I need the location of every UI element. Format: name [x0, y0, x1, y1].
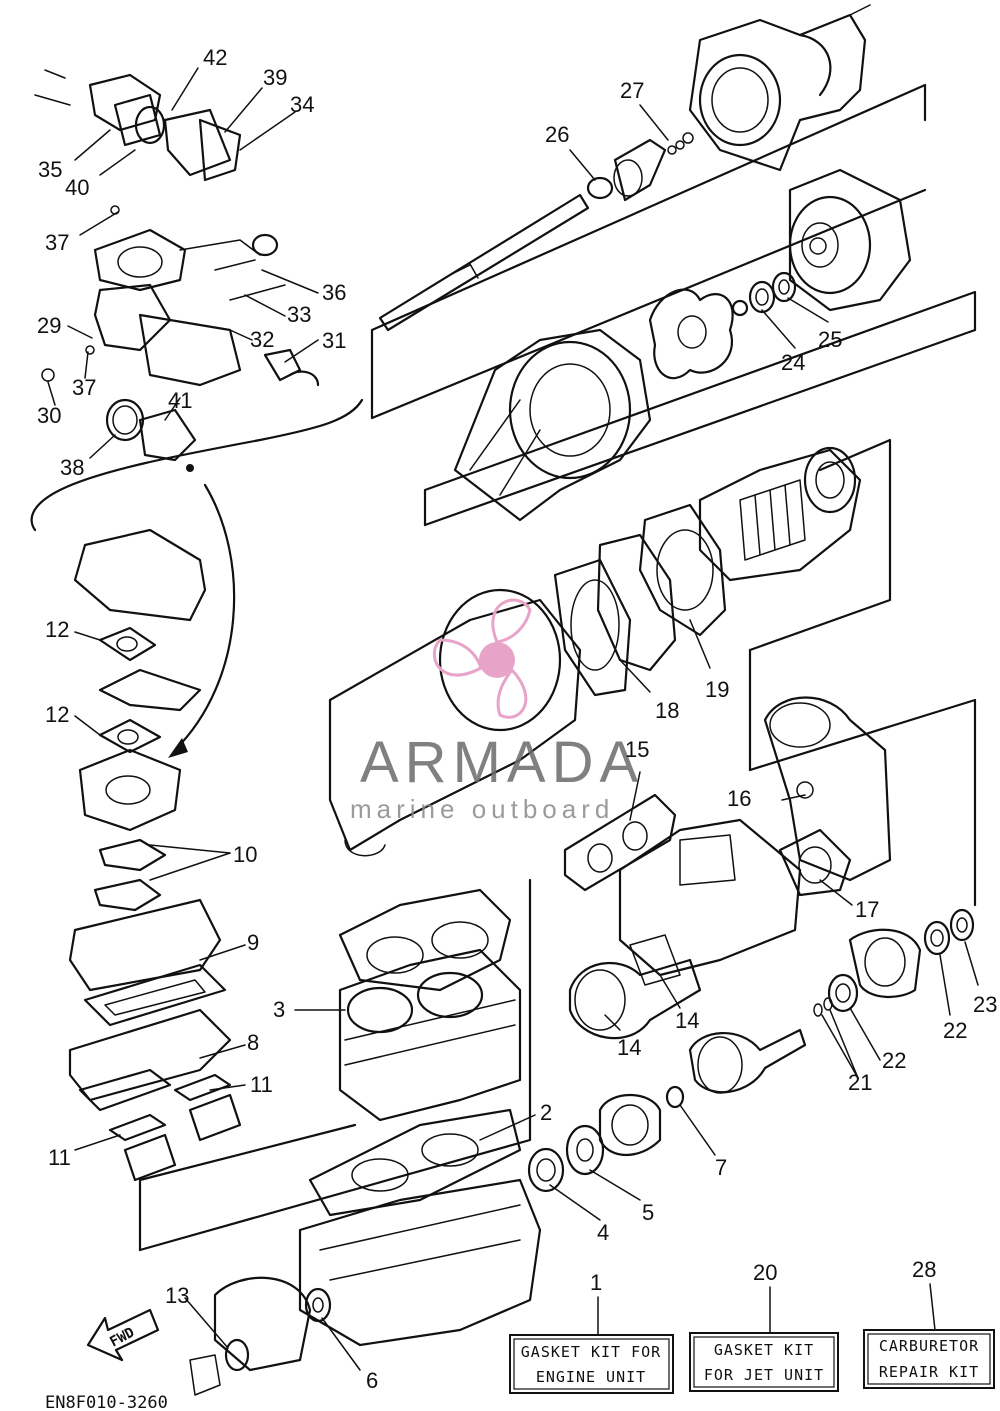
- gasket-12-upper: [98, 626, 202, 712]
- part-number: 1: [590, 1270, 602, 1295]
- part-number: 14: [675, 1008, 699, 1033]
- part-number: 3: [273, 997, 285, 1022]
- oil-seals-22-23: [813, 908, 975, 1017]
- base-gasket-2: [308, 1108, 522, 1217]
- part-number: 27: [620, 78, 644, 103]
- fwd-arrow: FWD: [86, 1308, 160, 1362]
- bearing-housing: [848, 928, 922, 999]
- part-number: 12: [45, 702, 69, 727]
- part-number: 41: [168, 388, 192, 413]
- gasket-9: [83, 963, 227, 1027]
- kit-label-line2: FOR JET UNIT: [704, 1366, 824, 1384]
- part-number: 6: [366, 1368, 378, 1393]
- part-number: 25: [818, 327, 842, 352]
- part-number: 10: [233, 842, 257, 867]
- part-number: 15: [625, 737, 649, 762]
- part-number-callouts: 1 2 3 4 5 6 7 8 9 10 11 11 12 12 13 14 1…: [37, 45, 997, 1393]
- part-number: 2: [540, 1100, 552, 1125]
- part-number: 39: [263, 65, 287, 90]
- gasket-18: [553, 558, 632, 697]
- intake-manifold: [68, 898, 222, 992]
- part-number: 37: [72, 375, 96, 400]
- part-number: 28: [912, 1257, 936, 1282]
- part-number: 38: [60, 455, 84, 480]
- drawing-code: EN8F010-3260: [45, 1393, 168, 1411]
- cylinder-head: [338, 888, 512, 992]
- gasket-12-lower: [98, 718, 162, 754]
- gasket-19: [638, 503, 727, 637]
- kit-box-engine-gasket: GASKET KIT FOR ENGINE UNIT: [509, 1334, 674, 1394]
- jet-pump-housing: [688, 4, 871, 172]
- kit-label-line1: CARBURETOR: [879, 1337, 979, 1355]
- watermark-name: ARMADA: [360, 730, 644, 795]
- part-number: 17: [855, 897, 879, 922]
- part-number: 30: [37, 403, 61, 428]
- reed-valve-assy: [78, 748, 182, 912]
- part-number: 7: [715, 1155, 727, 1180]
- part-number: 22: [943, 1018, 967, 1043]
- crankcase: [298, 1178, 542, 1347]
- gaskets-11: [108, 1073, 242, 1182]
- part-number: 36: [322, 280, 346, 305]
- part-number: 5: [642, 1200, 654, 1225]
- exhaust-elbow: [763, 696, 892, 882]
- part-number: 16: [727, 786, 751, 811]
- kit-label-line2: ENGINE UNIT: [536, 1368, 646, 1386]
- impeller-housing: [453, 328, 652, 522]
- part-number: 11: [48, 1145, 71, 1170]
- part-number: 34: [290, 92, 314, 117]
- gasket-17: [778, 828, 852, 897]
- drive-shaft: [378, 132, 694, 332]
- part-number: 42: [203, 45, 227, 70]
- leader-lines: [47, 67, 979, 1371]
- cover-13: [189, 1276, 312, 1396]
- propeller-logo-icon: [432, 598, 532, 719]
- jet-pump-casing: [788, 168, 912, 312]
- part-number: 9: [247, 930, 259, 955]
- part-number: 26: [545, 122, 569, 147]
- part-number: 32: [250, 327, 274, 352]
- kit-label-line1: GASKET KIT FOR: [521, 1343, 661, 1361]
- exhaust-pipe: [568, 934, 702, 1040]
- exhaust-chamber: [328, 588, 582, 857]
- group-outlines: [30, 83, 977, 1252]
- kit-box-jet-gasket: GASKET KIT FOR JET UNIT: [689, 1332, 839, 1392]
- intake-cover: [73, 528, 207, 622]
- part-number: 13: [165, 1283, 189, 1308]
- kit-label-line1: GASKET KIT: [714, 1341, 814, 1359]
- reed-valve-plate-8: [68, 1008, 232, 1112]
- middle-housing: [596, 533, 677, 672]
- part-number: 35: [38, 157, 62, 182]
- part-number: 12: [45, 617, 69, 642]
- part-number: 8: [247, 1030, 259, 1055]
- coupling-shaft: [688, 1028, 807, 1094]
- gasket-15: [563, 793, 677, 892]
- kit-box-carburetor-repair: CARBURETOR REPAIR KIT: [863, 1329, 995, 1389]
- flywheel-parts-5-7: [527, 1085, 685, 1193]
- watermark-logo: ARMADA marine outboard: [350, 598, 644, 824]
- oil-seal-6: [304, 1287, 332, 1323]
- impeller: [648, 271, 797, 380]
- kit-label-line2: REPAIR KIT: [879, 1363, 979, 1381]
- part-number: 20: [753, 1260, 777, 1285]
- part-number: 19: [705, 677, 729, 702]
- part-number: 4: [597, 1220, 609, 1245]
- part-number: 31: [322, 328, 346, 353]
- part-number: 22: [882, 1048, 906, 1073]
- part-number: 24: [781, 350, 805, 375]
- part-number: 14: [617, 1035, 641, 1060]
- exhaust-manifold: [618, 818, 802, 977]
- part-number: 21: [848, 1070, 872, 1095]
- part-number: 37: [45, 230, 69, 255]
- part-number: 29: [37, 313, 61, 338]
- part-number: 11: [250, 1072, 273, 1097]
- part-number: 18: [655, 698, 679, 723]
- part-number: 40: [65, 175, 89, 200]
- part-number: 23: [973, 992, 997, 1017]
- cylinder-block: [338, 948, 522, 1122]
- part-number: 33: [287, 302, 311, 327]
- watermark-tagline: marine outboard: [350, 794, 614, 824]
- driveshaft-housing: [698, 446, 862, 582]
